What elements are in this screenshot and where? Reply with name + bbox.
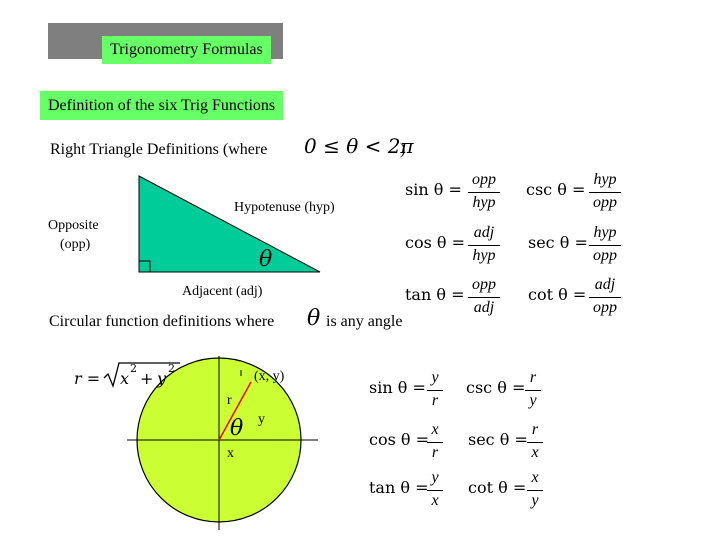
hypotenuse-label: Hypotenuse (hyp) [234, 200, 335, 215]
formula-csc-denominator: opp [593, 194, 617, 211]
circular-heading-suffix: is any angle [326, 313, 403, 330]
opposite-label: Opposite [48, 218, 99, 233]
formula-cos-numerator: adj [473, 224, 495, 241]
fraction-bar [527, 442, 543, 443]
formula-tan-numerator: opp [472, 276, 496, 293]
circ-formula-sin-label: sin θ = [369, 378, 426, 397]
circular-heading-prefix: Circular function definitions where [49, 313, 275, 330]
formula-cot-denominator: opp [593, 299, 617, 316]
circle-y-label: y [258, 412, 265, 427]
formula-cos-label: cos θ = [405, 233, 466, 252]
circ-formula-sec-numerator: r [531, 421, 539, 438]
formula-sin-denominator: hyp [472, 194, 496, 211]
angle-range: 0 ≤ θ < 2π [304, 134, 414, 158]
fraction-bar [468, 245, 500, 246]
fraction-bar [427, 490, 443, 491]
adjacent-label: Adjacent (adj) [182, 284, 263, 299]
formula-sec-denominator: opp [593, 247, 617, 264]
circ-formula-tan-denominator: x [431, 492, 439, 509]
circle-theta-symbol: θ [230, 416, 244, 441]
circ-formula-cos-label: cos θ = [369, 430, 430, 449]
fraction-bar [527, 490, 543, 491]
formula-sec-numerator: hyp [593, 224, 617, 241]
circular-heading-theta: θ [307, 306, 321, 331]
fraction-bar [427, 442, 443, 443]
circ-formula-tan-label: tan θ = [369, 478, 429, 497]
fraction-bar [589, 192, 621, 193]
circ-formula-cot-denominator: y [531, 492, 539, 509]
right-angle-marker [138, 260, 151, 273]
circ-formula-sec-label: sec θ = [468, 430, 528, 449]
circ-formula-sec-denominator: x [531, 444, 539, 461]
radius-line [218, 381, 252, 441]
formula-sec-label: sec θ = [528, 233, 588, 252]
radius-formula-lhs: r = [74, 369, 101, 388]
page-title: Trigonometry Formulas [102, 36, 271, 64]
fraction-bar [427, 390, 443, 391]
fraction-bar [589, 297, 621, 298]
circ-formula-tan-numerator: y [431, 469, 439, 486]
radius-formula-x: x [120, 369, 130, 388]
formula-cot-label: cot θ = [528, 285, 587, 304]
right-triangle-heading-close: ) [400, 141, 406, 158]
point-label: (x, y) [254, 369, 285, 384]
triangle-theta-symbol: θ [259, 247, 273, 272]
formula-csc-label: csc θ = [526, 180, 586, 199]
formula-csc-numerator: hyp [593, 171, 617, 188]
formula-cos-denominator: hyp [472, 247, 496, 264]
right-triangle-heading: Right Triangle Definitions (where [50, 141, 267, 159]
radius-formula-y: y [157, 369, 167, 388]
circ-formula-csc-label: csc θ = [466, 378, 526, 397]
circ-formula-cos-numerator: x [431, 421, 439, 438]
radical-sign [103, 362, 180, 389]
formula-cot-numerator: adj [594, 276, 616, 293]
radius-formula-plus: + [140, 369, 154, 388]
circ-formula-cot-label: cot θ = [468, 478, 527, 497]
circ-formula-sin-denominator: r [431, 392, 439, 409]
formula-sin-numerator: opp [472, 171, 496, 188]
radius-formula-x-exp: 2 [130, 362, 137, 375]
right-triangle [138, 175, 321, 273]
circ-formula-cot-numerator: x [531, 469, 539, 486]
circ-formula-sin-numerator: y [431, 369, 439, 386]
radius-formula-y-exp: 2 [168, 362, 175, 375]
circle-r-label: r [227, 393, 232, 408]
fraction-bar [468, 297, 500, 298]
opposite-abbr-label: (opp) [60, 237, 91, 252]
fraction-bar [525, 390, 541, 391]
circ-formula-csc-numerator: r [529, 369, 537, 386]
circ-formula-csc-denominator: y [529, 392, 537, 409]
formula-tan-denominator: adj [473, 299, 495, 316]
fraction-bar [589, 245, 621, 246]
formula-tan-label: tan θ = [405, 285, 465, 304]
circle-x-label: x [227, 446, 234, 461]
circ-formula-cos-denominator: r [431, 444, 439, 461]
section-title: Definition of the six Trig Functions [40, 91, 284, 120]
formula-sin-label: sin θ = [405, 180, 462, 199]
fraction-bar [468, 192, 500, 193]
right-triangle-heading-text: Right Triangle Definitions (where [50, 141, 268, 158]
